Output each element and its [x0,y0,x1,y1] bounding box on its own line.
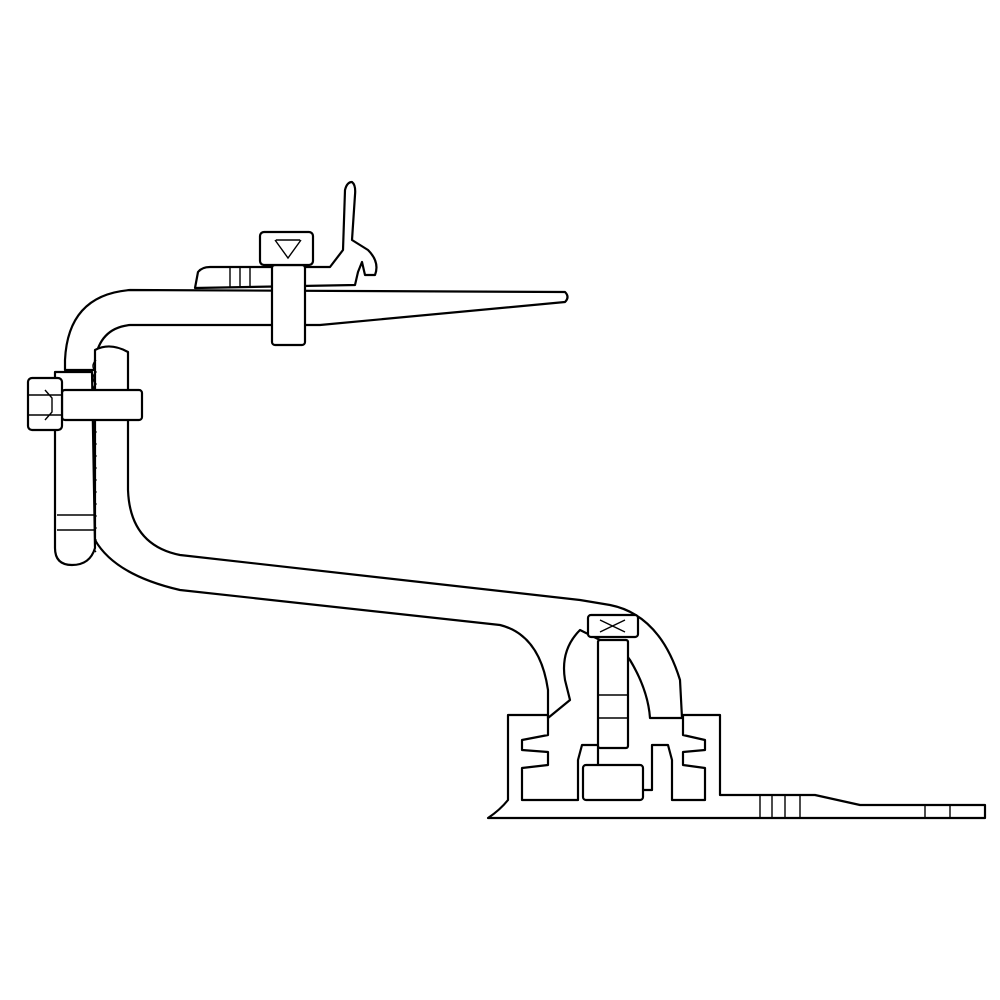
top-clamp [193,180,378,347]
left-bolt-shaft [60,388,144,422]
top-bolt-head [258,230,315,267]
center-bolt [586,613,640,750]
top-bolt-shaft [270,263,307,347]
left-clamp [26,370,144,567]
left-bolt-head [26,376,64,432]
main-bracket [63,288,684,720]
base-rail [486,713,987,820]
